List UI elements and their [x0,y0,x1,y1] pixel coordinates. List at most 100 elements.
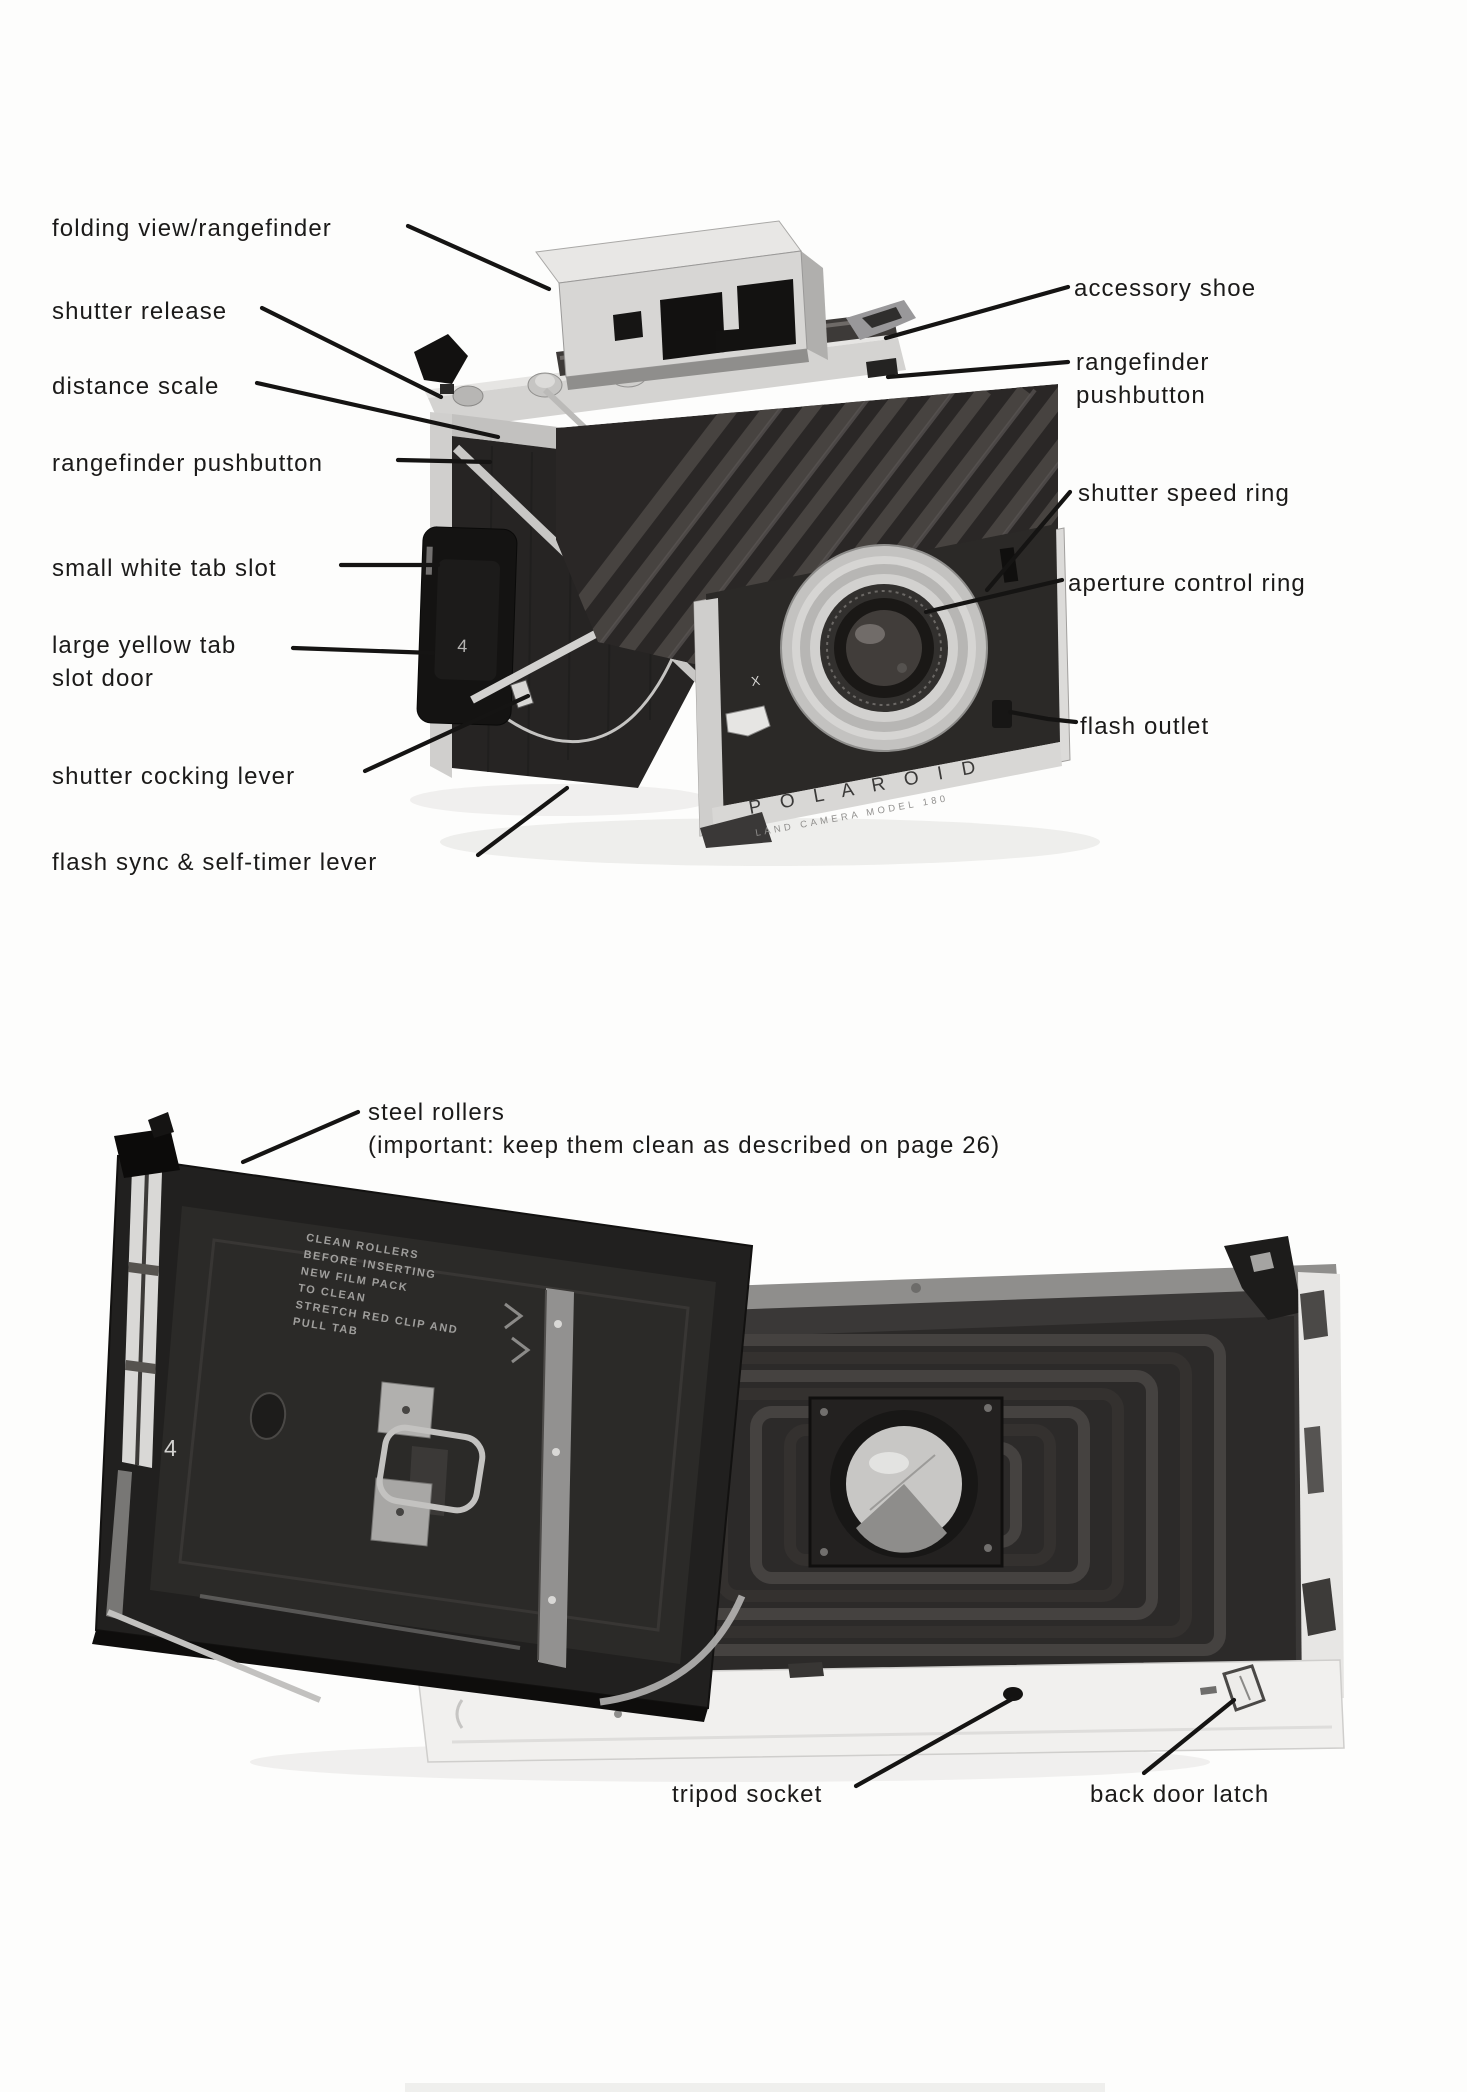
tab-slot-door: 4 [416,526,518,726]
label-tripod-socket: tripod socket [672,1781,823,1808]
door-edge-highlight [106,1609,322,1703]
lens-board-left-trim [694,598,724,836]
viewfinder-window-large [660,292,725,360]
label-steel-rollers: steel rollers (important: keep them clea… [368,1099,1001,1159]
label-rangefinder-pushbutton-right: rangefinder pushbutton [1076,349,1210,409]
label-large-yellow-tab-slot-door: large yellow tab slot door [52,632,237,692]
door-interior-highlight [199,1594,521,1650]
leader-large-yellow-tab-slot-door [290,645,436,656]
label-shutter-cocking-lever: shutter cocking lever [52,763,296,790]
plate-screw [984,1544,992,1552]
rangefinder-pushbutton-right [866,358,898,378]
strip-screw [554,1320,562,1328]
deck-knob-top [535,374,555,388]
leader-distance-scale [254,380,501,440]
glass-shadow-wedge [856,1484,947,1553]
viewfinder-housing [535,220,828,390]
strip-edge [537,1289,547,1661]
nameplate-strip [712,742,1062,834]
leader-shutter-release [259,305,444,400]
strip-screw [548,1596,556,1604]
plate-screw [984,1404,992,1412]
label-flash-sync-self-timer-lever: flash sync & self-timer lever [52,849,378,876]
slot-mark [425,546,433,575]
deck-knob [452,385,484,407]
plate-screw [396,1508,404,1516]
latch-detail [1239,1675,1251,1701]
door-panel-ridge [178,1238,690,1632]
flash-outlet [992,700,1012,728]
leader-shutter-speed-ring [984,489,1073,593]
door-corner-highlight [599,1594,746,1706]
flash-sync-self-timer-lever [725,705,771,737]
label-flash-outlet: flash outlet [1080,713,1210,740]
label-small-white-tab-slot: small white tab slot [52,555,277,582]
door-edge-trim [106,1470,132,1620]
accessory-shoe-slot [862,307,902,328]
shutter-release-base [440,384,454,394]
back-door-open: 4 [92,1112,754,1722]
leader-aperture-control-ring [923,577,1065,615]
latch-pin [1200,1686,1217,1695]
base-dot [614,1710,622,1718]
leader-flash-outlet [1007,709,1079,725]
lens-engraving-ring [826,590,942,706]
plate-screw [820,1408,828,1416]
lens-glass [846,610,922,686]
shutter-release-lever [414,334,468,394]
leader-shutter-cocking-lever [362,693,531,774]
glass-reflection-line [869,1454,936,1511]
leader-lines [240,223,1237,1789]
label-folding-view-rangefinder: folding view/rangefinder [52,215,332,242]
viewfinder-base-lip [566,349,809,390]
leader-rangefinder-pushbutton-right [885,359,1071,380]
roller-segment-gap [128,1262,159,1276]
leader-tripod-socket [853,1696,1015,1789]
lens-glint-small [897,663,907,673]
glass-highlight [869,1452,909,1474]
tab-slot-number: 4 [457,636,468,656]
latch-keeper [1224,1236,1302,1320]
roller-end-cap [114,1128,180,1178]
door-hinge-hook [148,1112,174,1138]
base-mark [455,1699,464,1729]
x-mark: X [750,673,761,689]
wire-bail [376,1424,486,1514]
leather-grain [527,451,533,777]
door-metal-strip [538,1288,574,1668]
top-edge-screw [911,1283,921,1293]
chevron-mark [504,1302,524,1330]
small-white-tab-slot [434,559,501,681]
leader-back-door-latch [1141,1697,1237,1776]
door-inner-panel [150,1206,716,1664]
door-bottom-edge [92,1630,708,1722]
viewfinder-side-face [801,251,828,360]
lens-glint [855,624,885,644]
roller-segment-gap [125,1360,156,1374]
label-accessory-shoe: accessory shoe [1074,275,1257,302]
leader-rangefinder-pushbutton-left [395,457,493,465]
lens-assembly [780,544,988,752]
camera-front-photo: 4 [410,220,1100,866]
leader-flash-sync-self-timer-lever [475,785,570,858]
door-panel-number: 4 [164,1435,177,1461]
rangefinder-window [715,279,796,353]
door-oval-recess [249,1392,287,1440]
camera-back-photo: 4 [92,1112,1345,1782]
plate-screw [402,1406,410,1414]
camera-shadow [410,784,710,816]
roller-gap [135,1169,149,1466]
strip-screw [552,1448,560,1456]
edge-fitting [1300,1290,1328,1340]
leader-folding-view-rangefinder [405,223,552,292]
body-top-edge [556,1264,1338,1320]
label-shutter-release: shutter release [52,298,228,325]
page-edge-artifact [405,2083,1105,2092]
label-aperture-control-ring: aperture control ring [1068,570,1306,597]
label-distance-scale: distance scale [52,373,220,400]
plate-screw [820,1548,828,1556]
leader-steel-rollers [240,1109,361,1165]
standard-foot [700,812,772,848]
